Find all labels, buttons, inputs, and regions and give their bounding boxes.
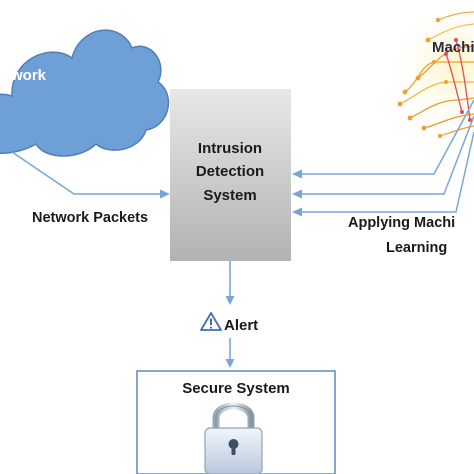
network-packets-arrow: [11, 151, 170, 199]
applying-ml-label-line1: Applying Machi: [348, 215, 455, 231]
ids-label-line3: System: [203, 187, 256, 204]
ids-to-alert-arrow: [225, 261, 235, 305]
ml-to-ids-arrows: [298, 99, 474, 213]
ids-label-line1: Intrusion: [198, 140, 262, 157]
padlock-icon: [204, 402, 263, 474]
ml-brain-label: Machi: [432, 39, 474, 56]
applying-ml-label-line2: Learning: [386, 240, 447, 256]
network-packets-label: Network Packets: [32, 210, 148, 226]
ml-brain-image: [390, 6, 474, 139]
ids-label-line2: Detection: [196, 163, 264, 180]
alert-label: Alert: [224, 317, 258, 334]
alert-to-secure-arrow: [225, 338, 235, 368]
network-cloud: [0, 29, 170, 157]
cloud-label: twork: [6, 67, 47, 84]
ml-arrowheads: [292, 169, 302, 217]
ids-box: [170, 89, 291, 261]
secure-system-title: Secure System: [182, 380, 290, 397]
warning-icon: [200, 312, 222, 331]
